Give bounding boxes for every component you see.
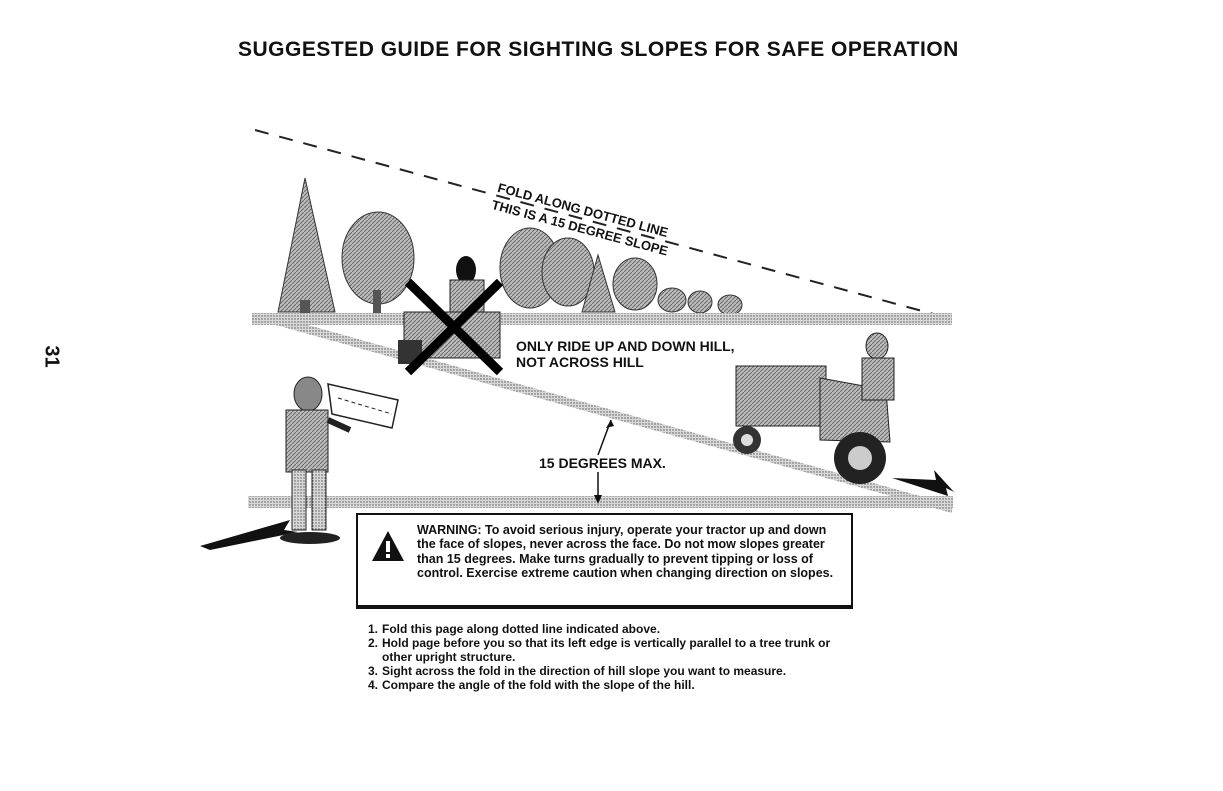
list-item: 3.Sight across the fold in the direction… [368, 664, 787, 678]
list-item: 2.Hold page before you so that its left … [368, 636, 831, 664]
slope-ground [265, 313, 952, 513]
bottom-ground [248, 496, 953, 508]
tractor-up-hill [733, 332, 954, 496]
person-sighting-slope [200, 376, 399, 550]
instruction-list: 1.Fold this page along dotted line indic… [368, 622, 858, 692]
ride-label-line1: ONLY RIDE UP AND DOWN HILL, [516, 338, 735, 354]
page-title: SUGGESTED GUIDE FOR SIGHTING SLOPES FOR … [238, 38, 959, 61]
background-trees [277, 177, 743, 316]
fold-dotted-line [254, 129, 949, 319]
ride-direction-label: ONLY RIDE UP AND DOWN HILL, NOT ACROSS H… [516, 338, 735, 370]
ride-label-line2: NOT ACROSS HILL [516, 354, 644, 370]
warning-text: WARNING: To avoid serious injury, operat… [417, 523, 834, 581]
warning-triangle-icon [372, 531, 404, 561]
list-item: 1.Fold this page along dotted line indic… [368, 622, 661, 636]
warning-box: WARNING: To avoid serious injury, operat… [356, 513, 853, 609]
top-ground [252, 313, 952, 325]
list-item: 4.Compare the angle of the fold with the… [368, 678, 695, 692]
degrees-max-label: 15 DEGREES MAX. [539, 455, 666, 471]
tractor-across-hill [398, 256, 504, 376]
